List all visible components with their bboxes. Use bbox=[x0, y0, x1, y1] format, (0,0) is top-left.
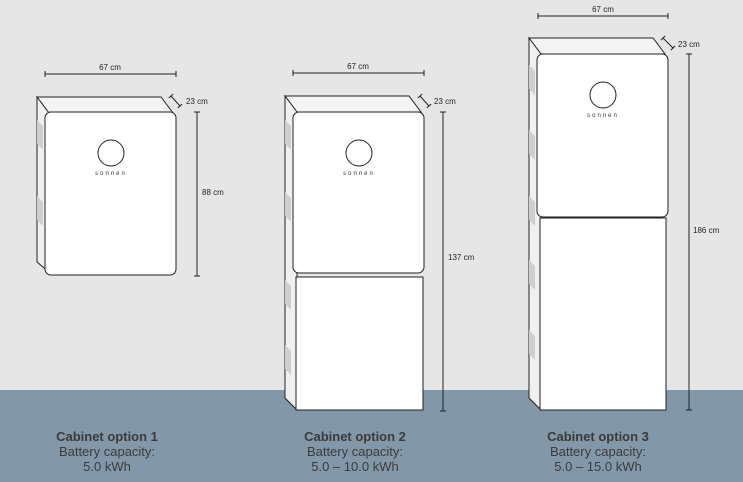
sonnen-logo-circle bbox=[345, 139, 373, 167]
caption-title: Cabinet option 3 bbox=[547, 429, 649, 444]
capacity-value: 5.0 – 15.0 kWh bbox=[554, 459, 642, 474]
capacity-label: Battery capacity: bbox=[58, 444, 156, 459]
height-dimension: 186 cm bbox=[686, 53, 720, 411]
cabinet-option-1: sonnen 67 cm 23 cm 88 cm bbox=[36, 63, 224, 277]
width-dimension: 67 cm bbox=[537, 5, 669, 19]
capacity-value: 5.0 – 10.0 kWh bbox=[311, 459, 399, 474]
svg-text:137 cm: 137 cm bbox=[448, 253, 475, 262]
caption-title: Cabinet option 2 bbox=[304, 429, 406, 444]
brand-label: sonnen bbox=[343, 171, 375, 177]
cabinet-body bbox=[528, 36, 669, 412]
svg-text:23 cm: 23 cm bbox=[434, 97, 456, 106]
depth-dimension: 23 cm bbox=[660, 35, 700, 51]
svg-text:67 cm: 67 cm bbox=[347, 62, 369, 71]
caption-title: Cabinet option 1 bbox=[56, 429, 158, 444]
svg-text:186 cm: 186 cm bbox=[693, 226, 720, 235]
brand-label: sonnen bbox=[95, 171, 127, 177]
svg-text:23 cm: 23 cm bbox=[678, 40, 700, 49]
height-dimension: 88 cm bbox=[194, 111, 224, 277]
svg-text:88 cm: 88 cm bbox=[202, 188, 224, 197]
svg-text:67 cm: 67 cm bbox=[99, 63, 121, 72]
capacity-value: 5.0 kWh bbox=[83, 459, 131, 474]
height-dimension: 137 cm bbox=[440, 111, 475, 412]
width-dimension: 67 cm bbox=[44, 63, 177, 77]
cabinet-body bbox=[36, 95, 177, 276]
svg-text:67 cm: 67 cm bbox=[592, 5, 614, 14]
capacity-label: Battery capacity: bbox=[306, 444, 404, 459]
capacity-label: Battery capacity: bbox=[549, 444, 647, 459]
sonnen-logo-circle bbox=[97, 139, 125, 167]
depth-dimension: 23 cm bbox=[417, 93, 456, 109]
sonnen-logo-circle bbox=[589, 81, 617, 109]
width-dimension: 67 cm bbox=[292, 62, 425, 76]
cabinet-option-3-caption: Cabinet option 3 Battery capacity: 5.0 –… bbox=[498, 429, 698, 474]
cabinet-option-2: sonnen 67 cm 23 cm 137 cm bbox=[284, 62, 475, 412]
brand-label: sonnen bbox=[587, 113, 619, 119]
cabinet-option-1-caption: Cabinet option 1 Battery capacity: 5.0 k… bbox=[7, 429, 207, 474]
cabinet-body bbox=[284, 94, 425, 412]
svg-text:23 cm: 23 cm bbox=[186, 97, 208, 106]
cabinet-option-3: sonnen 67 cm 23 cm 186 cm bbox=[528, 5, 720, 412]
cabinet-option-2-caption: Cabinet option 2 Battery capacity: 5.0 –… bbox=[255, 429, 455, 474]
depth-dimension: 23 cm bbox=[168, 93, 208, 109]
